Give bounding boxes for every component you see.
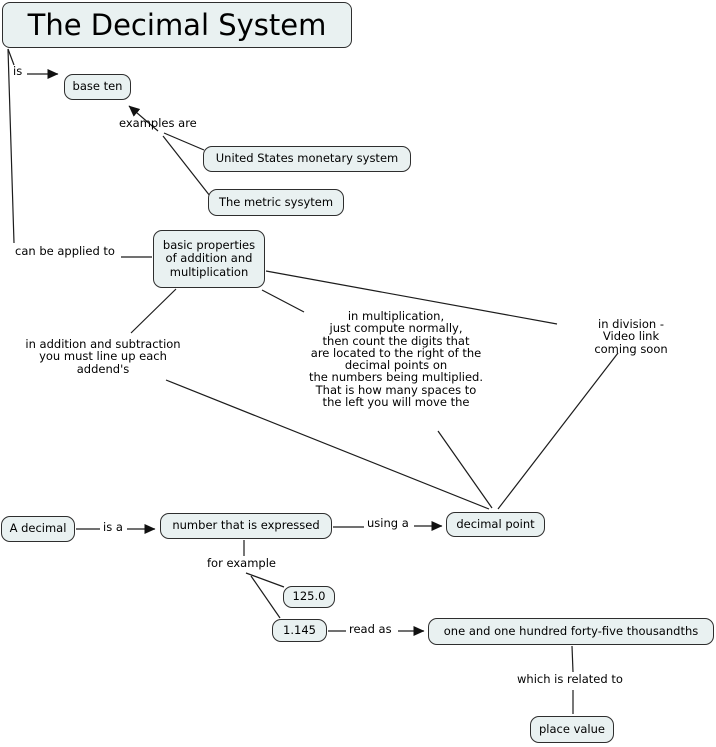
link-label-is[interactable]: is [13,64,23,78]
node-base-ten[interactable]: base ten [64,74,131,100]
connector-title-to-can-be-applied [7,48,15,244]
link-label-examples-are[interactable]: examples are [119,116,197,130]
node-example-125[interactable]: 125.0 [283,586,335,608]
connector-basic-to-addition [130,288,177,334]
node-number-expressed[interactable]: number that is expressed [160,513,332,539]
node-example-1145[interactable]: 1.145 [272,619,327,642]
node-basic-properties[interactable]: basic properties of addition and multipl… [153,230,265,288]
node-decimal-point[interactable]: decimal point [446,512,545,537]
connector-title-to-is [7,48,15,66]
link-label-for-example[interactable]: for example [207,556,276,570]
node-read-as-value[interactable]: one and one hundred forty-five thousandt… [428,618,714,645]
link-label-read-as[interactable]: read as [349,622,392,636]
connector-examples-to-us-monetary [163,132,205,151]
annotation-division-rule[interactable]: in division - Video link coming soon [594,317,668,356]
connector-value-to-which-related [571,645,574,673]
node-a-decimal[interactable]: A decimal [1,516,75,542]
connector-basic-to-multiplication [261,289,305,313]
connector-for-example-to-1145 [250,575,281,619]
annotation-addition-rule[interactable]: in addition and subtraction you must lin… [25,337,181,376]
link-label-can-be-applied-to[interactable]: can be applied to [15,244,115,258]
connector-division-to-decimal-point [497,352,619,510]
link-label-using-a[interactable]: using a [367,516,409,530]
annotation-multiplication-rule[interactable]: in multiplication, just compute normally… [309,309,483,410]
node-title[interactable]: The Decimal System [2,2,352,48]
connector-for-example-to-125 [245,572,285,588]
node-place-value[interactable]: place value [530,716,614,743]
node-metric-system[interactable]: The metric sysytem [208,189,344,216]
node-us-monetary-system[interactable]: United States monetary system [203,146,411,172]
link-label-which-is-related-to[interactable]: which is related to [517,672,623,686]
link-label-is-a[interactable]: is a [103,520,123,534]
connector-multiplication-to-decimal-point [437,430,493,509]
